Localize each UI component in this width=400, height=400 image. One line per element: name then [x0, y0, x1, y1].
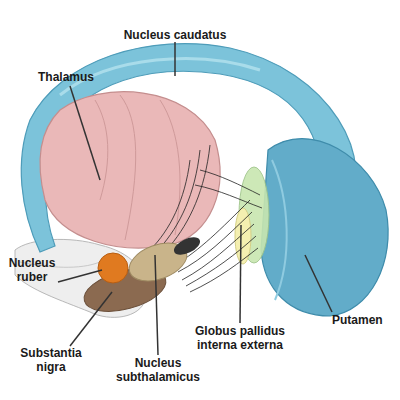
- structure-label: Nucleus ruber: [2, 256, 62, 284]
- thalamus-contour: [95, 100, 108, 200]
- fibre: [182, 224, 254, 280]
- thalamus-contour: [160, 100, 180, 235]
- thalamus: [40, 92, 220, 248]
- leader-line: [70, 86, 100, 180]
- red-nucleus: [98, 253, 128, 283]
- fibre: [195, 185, 262, 208]
- leader-line: [155, 255, 158, 355]
- structure-label: Thalamus: [38, 70, 108, 84]
- fibre: [150, 160, 190, 250]
- structure-label: Nucleus subthalamicus: [110, 356, 206, 384]
- leader-line: [70, 292, 112, 346]
- leader-line: [58, 270, 102, 282]
- structure-label: Globus pallidus interna externa: [188, 324, 292, 352]
- thalamus-contour: [120, 95, 136, 240]
- structure-label: Putamen: [332, 313, 398, 327]
- leader-line: [305, 255, 332, 312]
- fibre: [190, 248, 258, 292]
- fibre: [200, 170, 260, 195]
- structure-label: Nucleus caudatus: [115, 28, 235, 42]
- dark-nucleus: [171, 234, 202, 259]
- leader-lines: [58, 42, 332, 355]
- structure-label: Substantia nigra: [14, 346, 88, 374]
- putamen: [261, 139, 388, 316]
- fibre: [170, 145, 210, 246]
- leader-line: [240, 225, 241, 323]
- putamen-highlight: [272, 160, 287, 300]
- leader-line: [174, 42, 176, 76]
